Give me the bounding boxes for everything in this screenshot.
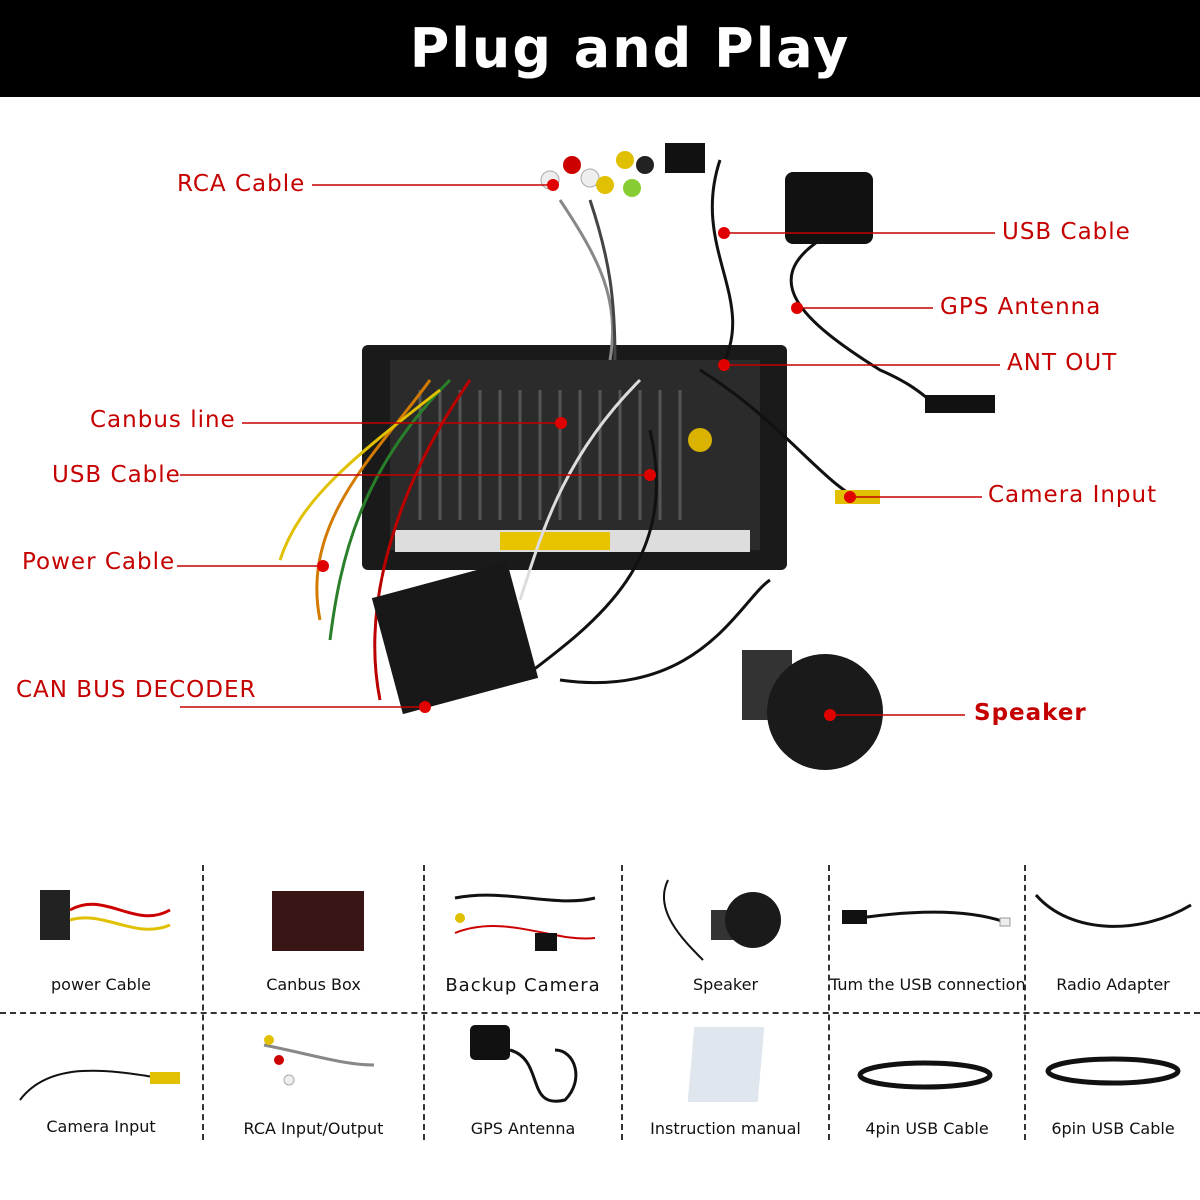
accessory-speaker: Speaker — [623, 865, 828, 1010]
accessory-power-cable: power Cable — [0, 865, 202, 1010]
radio-adapter-image — [1034, 894, 1192, 928]
head-unit-image — [362, 345, 787, 570]
grid-divider — [621, 865, 623, 1140]
callout-usb-cable-top: USB Cable — [1002, 219, 1131, 245]
speaker-image — [742, 650, 883, 770]
callout-dots — [317, 179, 856, 721]
accessory-camera-input: Camera Input — [0, 1015, 202, 1140]
camera-input-image — [19, 1069, 180, 1101]
callout-usb-cable-left: USB Cable — [52, 462, 181, 488]
ant-out-plug — [925, 395, 995, 413]
accessory-rca-input-output: RCA Input/Output — [204, 1015, 423, 1140]
rca-plugs — [540, 151, 654, 197]
callout-lines — [177, 184, 1000, 716]
backup-camera-image — [454, 893, 596, 951]
accessory-canbus-box: Canbus Box — [204, 865, 423, 1010]
grid-divider — [423, 865, 425, 1140]
canbus-box-image — [272, 891, 364, 951]
power-cable-image — [40, 890, 171, 940]
callout-power-cable: Power Cable — [22, 549, 176, 575]
usb-plug-image — [665, 143, 705, 173]
callout-canbus-line: Canbus line — [90, 407, 236, 433]
callout-can-bus-decoder: CAN BUS DECODER — [16, 677, 257, 703]
callout-ant-out: ANT OUT — [1007, 350, 1118, 376]
header-banner: Plug and Play — [0, 0, 1200, 97]
usb-connection-image — [842, 910, 1011, 927]
callout-speaker: Speaker — [974, 700, 1087, 726]
grid-divider — [1024, 865, 1026, 1140]
callout-rca-cable: RCA Cable — [177, 171, 306, 197]
accessory-6pin-usb-cable: 6pin USB Cable — [1026, 1015, 1200, 1140]
manual-image — [687, 1027, 765, 1102]
cable-bundle — [278, 159, 991, 701]
product-diagram — [177, 143, 1000, 770]
4pin-usb-cable-image — [857, 1060, 993, 1090]
accessory-4pin-usb-cable: 4pin USB Cable — [830, 1015, 1024, 1140]
gps-antenna-image — [785, 172, 873, 244]
can-bus-decoder-image — [371, 561, 539, 715]
6pin-usb-cable-image — [1045, 1056, 1181, 1086]
page-title: Plug and Play — [409, 17, 851, 80]
rca-cable-image — [263, 1035, 375, 1086]
callout-camera-input: Camera Input — [988, 482, 1158, 508]
accessory-backup-camera: Backup Camera — [425, 865, 621, 1010]
accessory-radio-adapter: Radio Adapter — [1026, 865, 1200, 1010]
accessory-instruction-manual: Instruction manual — [623, 1015, 828, 1140]
grid-divider — [202, 865, 204, 1140]
accessory-usb-connection: Tum the USB connection — [830, 865, 1026, 1010]
grid-divider — [828, 865, 830, 1140]
grid-divider-horizontal — [0, 1012, 1200, 1014]
accessory-gps-antenna: GPS Antenna — [425, 1015, 621, 1140]
callout-gps-antenna: GPS Antenna — [940, 294, 1102, 320]
gps-antenna-image — [470, 1025, 578, 1103]
speaker-image — [662, 879, 781, 961]
